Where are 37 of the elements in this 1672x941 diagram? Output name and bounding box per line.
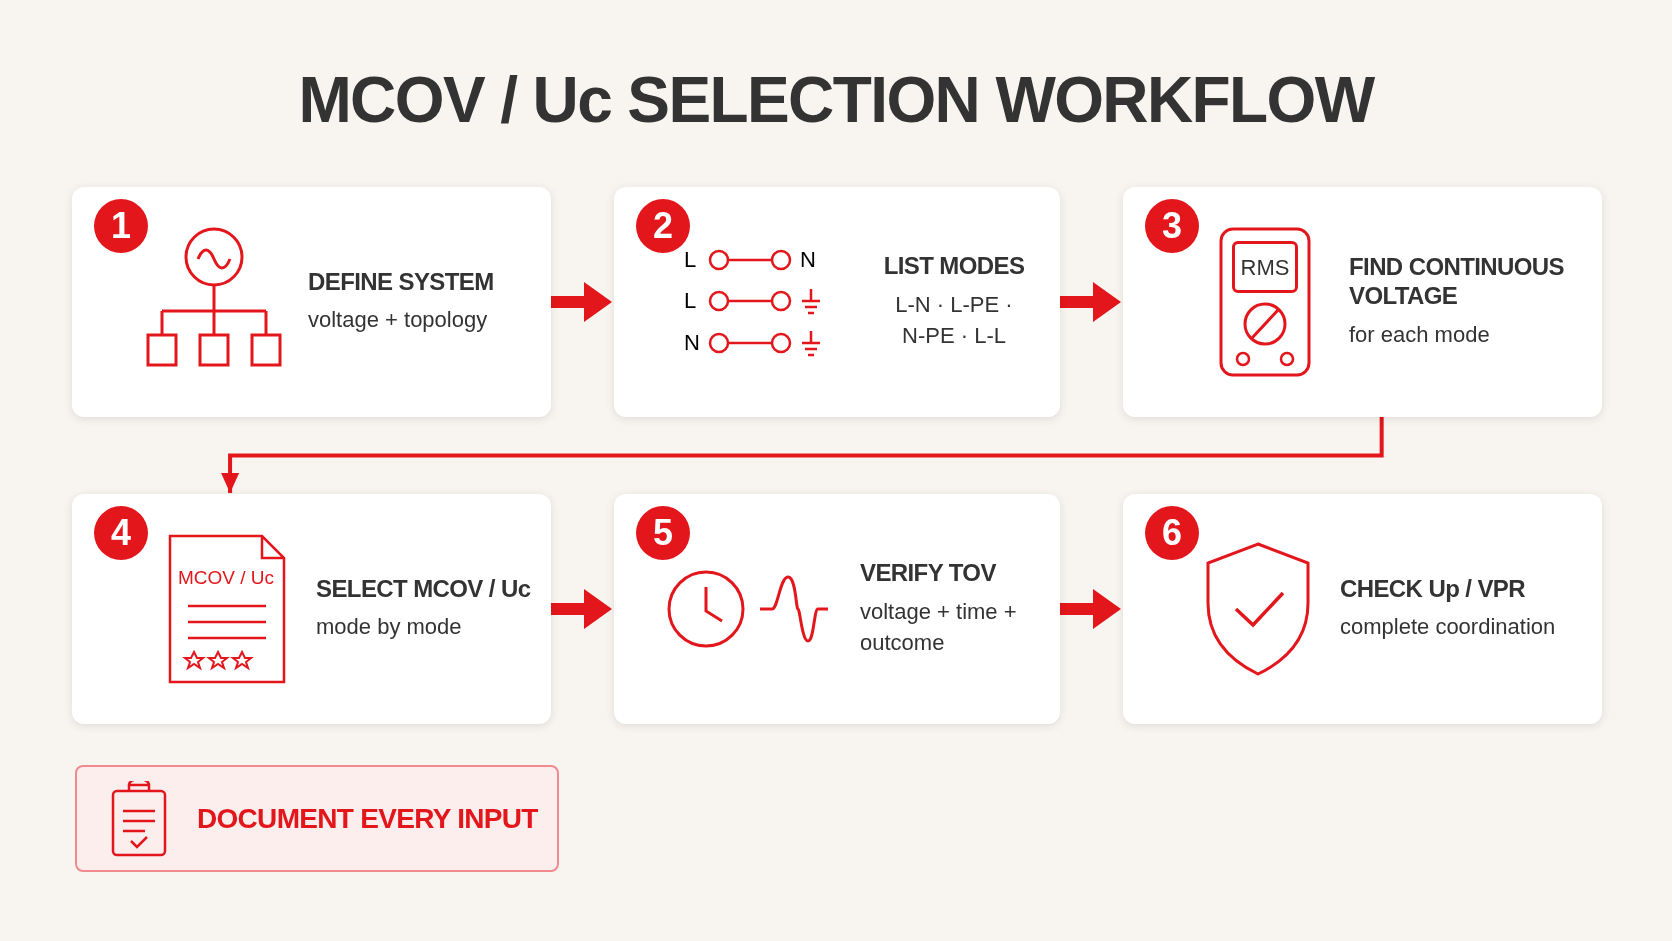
step-description: L-N · L-PE · N-PE · L-L bbox=[894, 290, 1014, 351]
step-title: CHECK Up / VPR bbox=[1340, 574, 1526, 604]
arrow bbox=[551, 282, 612, 322]
step-number: 6 bbox=[1145, 506, 1199, 560]
arrow bbox=[551, 589, 612, 629]
step-card bbox=[1123, 187, 1602, 417]
icon-label: N bbox=[800, 249, 816, 271]
arrow bbox=[1060, 589, 1121, 629]
step-number: 5 bbox=[636, 506, 690, 560]
icon-label: N bbox=[684, 332, 700, 354]
step-card bbox=[614, 494, 1060, 724]
note-text: DOCUMENT EVERY INPUT bbox=[197, 801, 539, 836]
connector-arrow bbox=[221, 417, 1384, 493]
note-box bbox=[75, 765, 559, 872]
step-description: voltage + topology bbox=[308, 306, 489, 335]
arrow bbox=[1060, 282, 1121, 322]
icon-label: L bbox=[684, 290, 698, 312]
step-title: SELECT MCOV / Uc bbox=[316, 574, 532, 604]
step-number: 1 bbox=[94, 199, 148, 253]
step-number: 4 bbox=[94, 506, 148, 560]
step-description: complete coordination bbox=[1340, 613, 1557, 642]
step-card bbox=[614, 187, 1060, 417]
icon-label: MCOV / Uc bbox=[178, 566, 275, 590]
step-title: FIND CONTINUOUS VOLTAGE bbox=[1349, 253, 1565, 311]
step-number: 2 bbox=[636, 199, 690, 253]
step-description: for each mode bbox=[1349, 320, 1491, 349]
step-number: 3 bbox=[1145, 199, 1199, 253]
step-description: voltage + time + outcome bbox=[860, 597, 1018, 658]
step-card bbox=[1123, 494, 1602, 724]
step-title: DEFINE SYSTEM bbox=[308, 267, 495, 297]
diagram-title: MCOV / Uc SELECTION WORKFLOW bbox=[297, 63, 1376, 138]
step-description: mode by mode bbox=[316, 613, 463, 642]
step-card bbox=[72, 494, 551, 724]
step-title: VERIFY TOV bbox=[860, 558, 998, 588]
step-title: LIST MODES bbox=[883, 251, 1025, 281]
step-card bbox=[72, 187, 551, 417]
icon-label: RMS bbox=[1240, 253, 1290, 282]
